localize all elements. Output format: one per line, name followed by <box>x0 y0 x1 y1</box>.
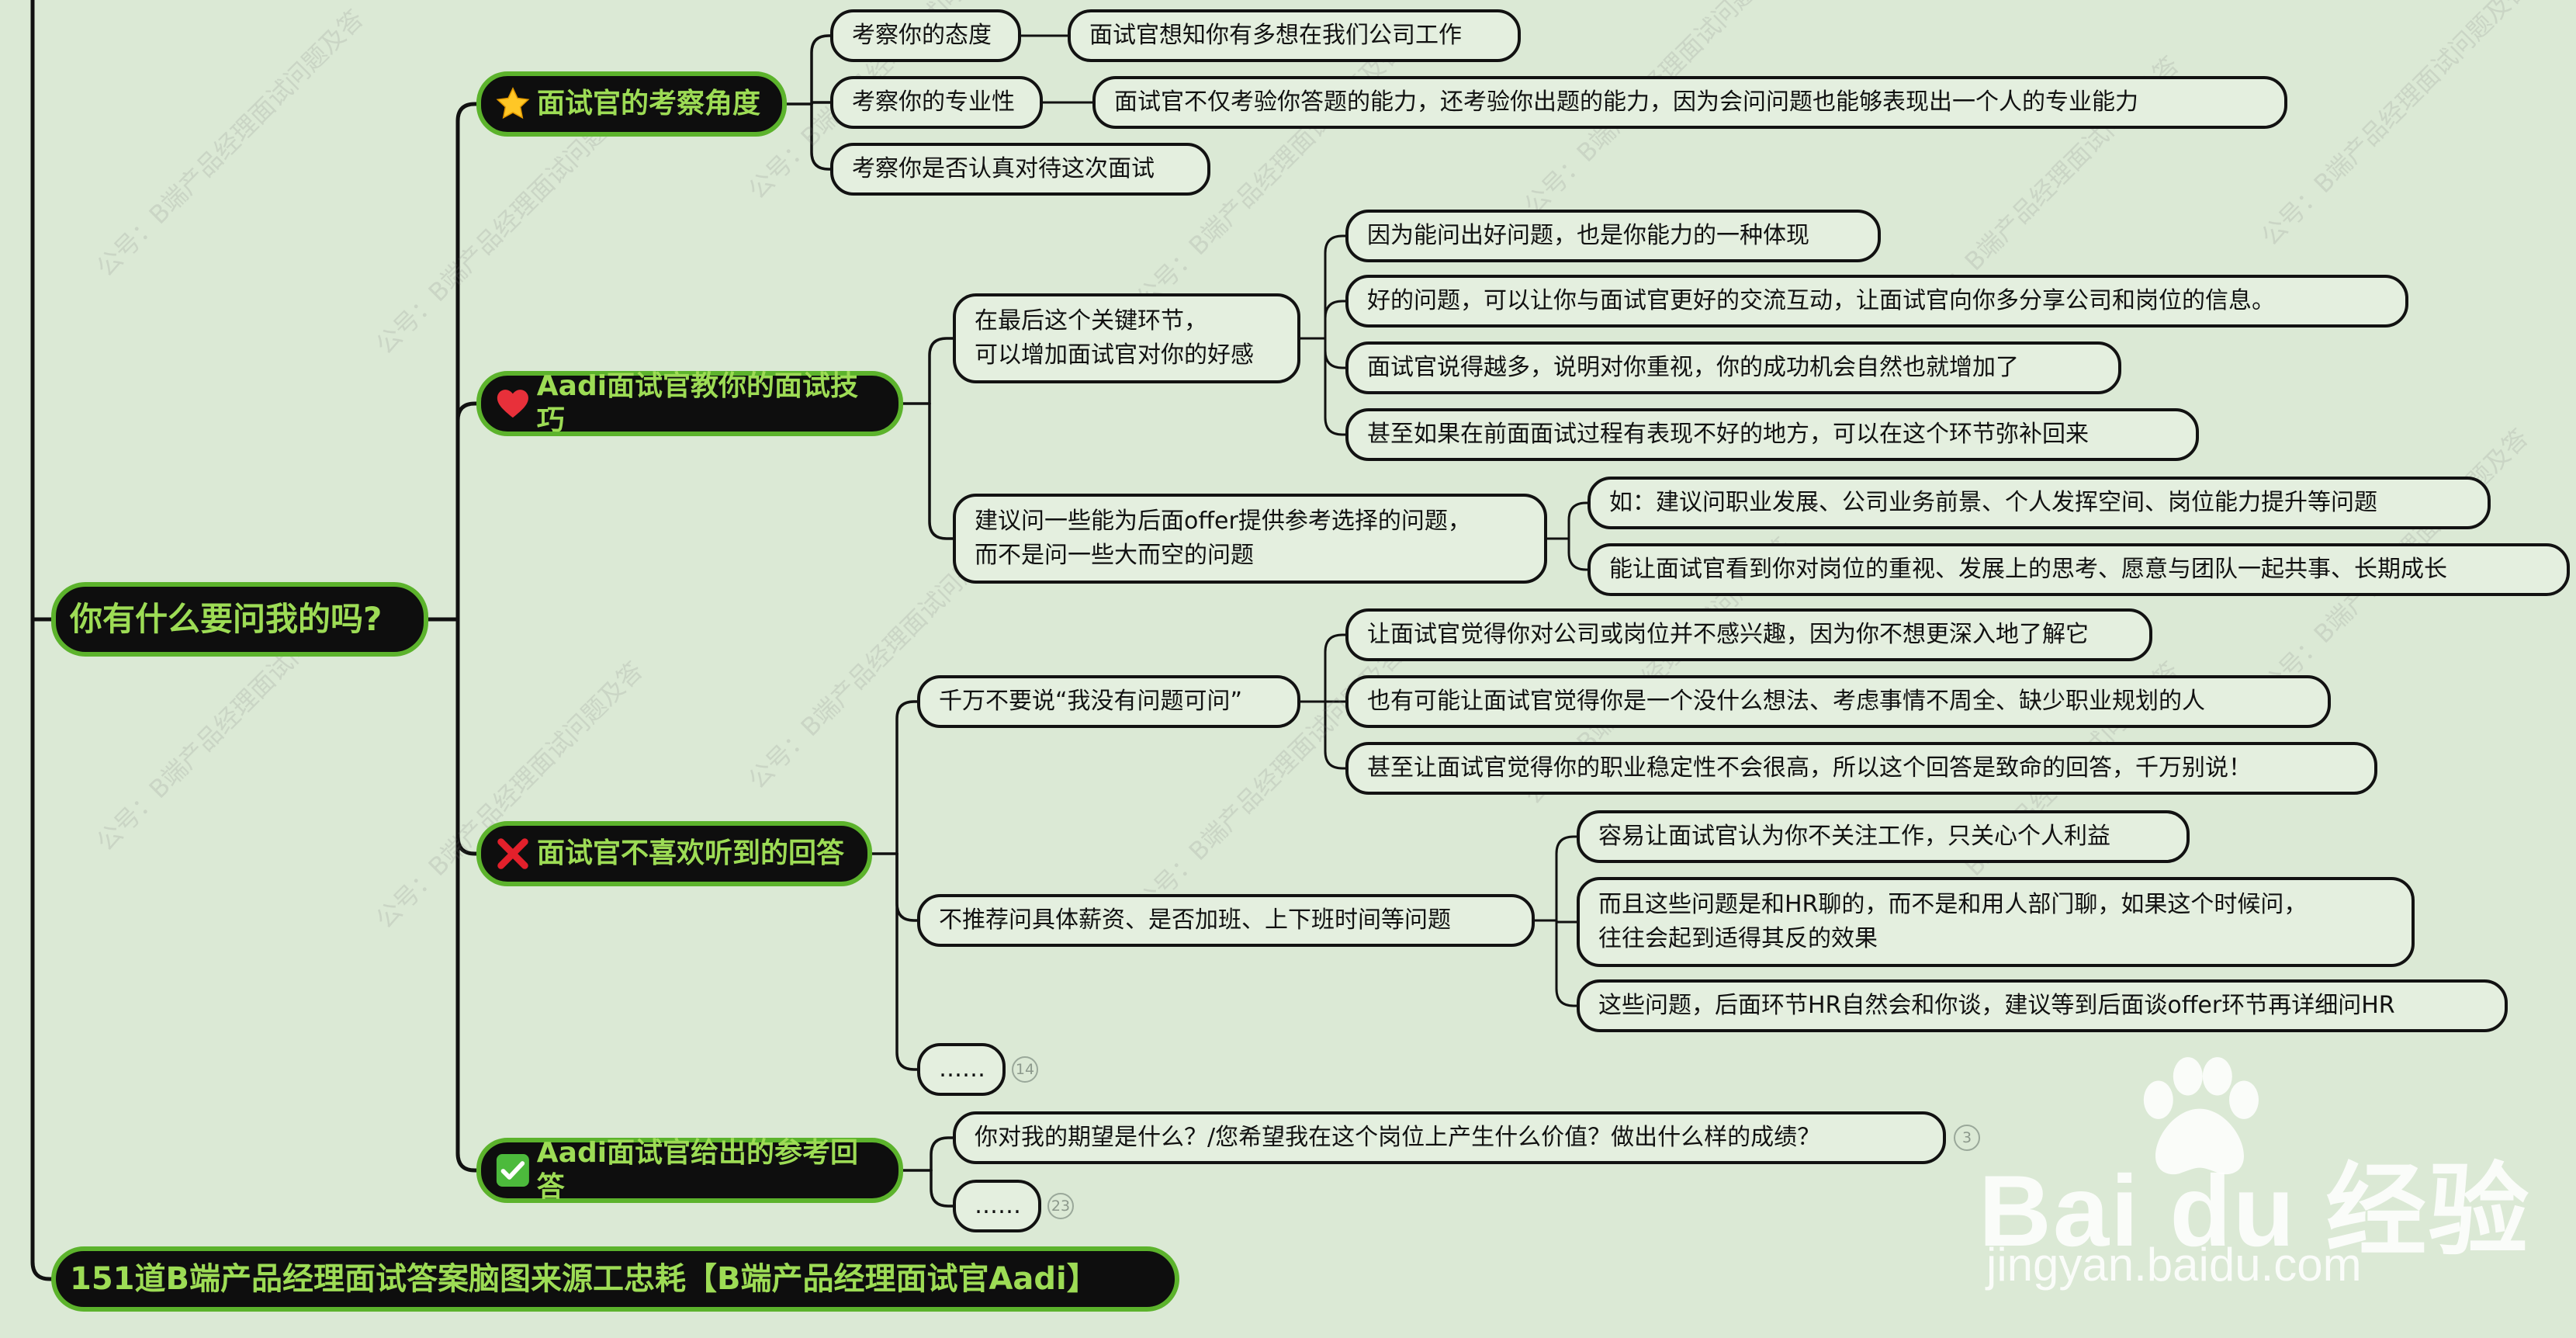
topic-label: 考察你是否认真对待这次面试 <box>852 155 1155 182</box>
topic-label: …… <box>939 1055 985 1083</box>
topic-label: 考察你的态度 <box>852 22 992 49</box>
connector-line <box>1324 337 1347 369</box>
category-label: 面试官不喜欢听到的回答 <box>537 837 845 869</box>
detail-node[interactable]: 甚至让面试官觉得你的职业稳定性不会很高，所以这个回答是致命的回答，千万别说！ <box>1345 742 2377 795</box>
topic-seriousness[interactable]: 考察你是否认真对待这次面试 <box>830 143 1210 196</box>
connector-line <box>1567 537 1589 571</box>
collapsed-topic[interactable]: …… <box>953 1180 1041 1232</box>
detail-node[interactable]: 也有可能让面试官觉得你是一个没什么想法、考虑事情不周全、缺少职业规划的人 <box>1345 675 2331 728</box>
source-footer-label: 151道B端产品经理面试答案脑图来源工忠耗【B端产品经理面试官Aadi】 <box>70 1261 1098 1297</box>
connector-line <box>1324 633 1347 703</box>
topic-label: …… <box>975 1192 1021 1219</box>
category-interview-tips[interactable]: Aadi面试官教你的面试技巧 <box>476 370 903 436</box>
topic-label: 建议问一些能为后面offer提供参考选择的问题， 而不是问一些大而空的问题 <box>975 508 1471 569</box>
logo-url-text: jingyan.baidu.com <box>1986 1239 2362 1291</box>
connector-line <box>895 700 919 855</box>
topic-no-questions[interactable]: 千万不要说“我没有问题可问” <box>917 675 1300 728</box>
detail-label: 面试官说得越多，说明对你重视，你的成功机会自然也就增加了 <box>1367 354 2019 381</box>
detail-label: 这些问题，后面环节HR自然会和你谈，建议等到后面谈offer环节再详细问HR <box>1598 992 2395 1019</box>
detail-label: 容易让面试官认为你不关注工作，只关心个人利益 <box>1598 823 2110 850</box>
connector-line <box>1324 700 1347 770</box>
detail-label: 面试官想知你有多想在我们公司工作 <box>1089 22 1462 49</box>
connector-line <box>810 34 832 106</box>
detail-node[interactable]: 而且这些问题是和HR聊的，而不是和用人部门聊，如果这个时候问， 往往会起到适得其… <box>1577 877 2415 967</box>
detail-node[interactable]: 好的问题，可以让你与面试官更好的交流互动，让面试官向你多分享公司和岗位的信息。 <box>1345 275 2408 328</box>
category-label: 面试官的考察角度 <box>537 88 761 120</box>
topic-build-rapport[interactable]: 在最后这个关键环节， 可以增加面试官对你的好感 <box>953 293 1300 383</box>
connector-line <box>455 617 479 1173</box>
connector-line <box>455 401 479 622</box>
star-icon <box>496 87 530 120</box>
topic-professionalism[interactable]: 考察你的专业性 <box>830 76 1043 129</box>
collapsed-topic[interactable]: …… <box>917 1043 1006 1096</box>
connector-line <box>1324 337 1347 436</box>
detail-node[interactable]: 面试官想知你有多想在我们公司工作 <box>1068 9 1521 62</box>
detail-label: 让面试官觉得你对公司或岗位并不感兴趣，因为你不想更深入地了解它 <box>1367 621 2089 648</box>
connector-line <box>928 337 954 405</box>
detail-node[interactable]: 这些问题，后面环节HR自然会和你谈，建议等到后面谈offer环节再详细问HR <box>1577 979 2508 1032</box>
connector-line <box>1324 234 1347 340</box>
topic-attitude[interactable]: 考察你的态度 <box>830 9 1021 62</box>
connector-line <box>455 617 479 856</box>
detail-label: 能让面试官看到你对岗位的重视、发展上的思考、愿意与团队一起共事、长期成长 <box>1609 556 2447 583</box>
connector-line <box>928 402 954 540</box>
detail-node[interactable]: 甚至如果在前面面试过程有表现不好的地方，可以在这个环节弥补回来 <box>1345 408 2199 461</box>
detail-node[interactable]: 容易让面试官认为你不关注工作，只关心个人利益 <box>1577 810 2190 863</box>
cross-mark-icon <box>497 838 528 869</box>
connector-line <box>810 101 832 106</box>
detail-label: 而且这些问题是和HR聊的，而不是和用人部门聊，如果这个时候问， 往往会起到适得其… <box>1598 891 2308 952</box>
spine-line <box>30 0 54 1281</box>
detail-node[interactable]: 面试官不仅考验你答题的能力，还考验你出题的能力，因为会问问题也能够表现出一个人的… <box>1092 76 2287 129</box>
source-footer[interactable]: 151道B端产品经理面试答案脑图来源工忠耗【B端产品经理面试官Aadi】 <box>51 1246 1179 1312</box>
topic-offer-questions[interactable]: 建议问一些能为后面offer提供参考选择的问题， 而不是问一些大而空的问题 <box>953 494 1547 584</box>
detail-label: 好的问题，可以让你与面试官更好的交流互动，让面试官向你多分享公司和岗位的信息。 <box>1367 287 2275 314</box>
connector-line <box>1567 501 1589 540</box>
check-mark-icon <box>496 1154 529 1187</box>
root-topic[interactable]: 你有什么要问我的吗? <box>51 582 428 657</box>
baidu-jingyan-logo: Bai du 经验 jingyan.baidu.com <box>1979 1055 2529 1291</box>
category-interviewer-perspective[interactable]: 面试官的考察角度 <box>476 71 787 137</box>
connector-line <box>895 852 919 922</box>
detail-label: 面试官不仅考验你答题的能力，还考验你出题的能力，因为会问问题也能够表现出一个人的… <box>1114 88 2138 116</box>
connector-line <box>810 102 832 171</box>
heart-icon <box>497 390 528 418</box>
topic-expectation-question[interactable]: 你对我的期望是什么？/您希望我在这个岗位上产生什么价值？做出什么样的成绩？ <box>953 1111 1946 1164</box>
detail-label: 也有可能让面试官觉得你是一个没什么想法、考虑事情不周全、缺少职业规划的人 <box>1367 688 2205 715</box>
topic-label: 不推荐问具体薪资、是否加班、上下班时间等问题 <box>939 906 1451 934</box>
detail-node[interactable]: 能让面试官看到你对岗位的重视、发展上的思考、愿意与团队一起共事、长期成长 <box>1587 543 2570 596</box>
connector-line <box>1555 919 1578 1007</box>
connector-line <box>930 1136 954 1172</box>
topic-label: 千万不要说“我没有问题可问” <box>939 688 1243 715</box>
collapsed-count-badge[interactable]: 14 <box>1012 1056 1038 1083</box>
paw-icon <box>2143 1057 2259 1175</box>
detail-label: 如：建议问职业发展、公司业务前景、个人发挥空间、岗位能力提升等问题 <box>1609 489 2377 516</box>
collapsed-count-badge[interactable]: 3 <box>1954 1125 1980 1151</box>
detail-node[interactable]: 面试官说得越多，说明对你重视，你的成功机会自然也就增加了 <box>1345 341 2121 394</box>
topic-label: 你对我的期望是什么？/您希望我在这个岗位上产生什么价值？做出什么样的成绩？ <box>975 1124 1821 1151</box>
detail-node[interactable]: 因为能问出好问题，也是你能力的一种体现 <box>1345 210 1881 262</box>
collapsed-count-badge[interactable]: 23 <box>1047 1193 1074 1219</box>
detail-node[interactable]: 让面试官觉得你对公司或岗位并不感兴趣，因为你不想更深入地了解它 <box>1345 608 2152 661</box>
topic-label: 考察你的专业性 <box>852 88 1015 116</box>
detail-node[interactable]: 如：建议问职业发展、公司业务前景、个人发挥空间、岗位能力提升等问题 <box>1587 477 2491 529</box>
category-label: Aadi面试官给出的参考回答 <box>536 1137 859 1203</box>
detail-label: 因为能问出好问题，也是你能力的一种体现 <box>1367 222 1809 249</box>
connector-line <box>930 1169 954 1208</box>
connector-line <box>1555 835 1578 922</box>
category-reference-answers[interactable]: Aadi面试官给出的参考回答 <box>476 1137 903 1203</box>
root-topic-label: 你有什么要问我的吗? <box>70 600 383 638</box>
category-disliked-answers[interactable]: 面试官不喜欢听到的回答 <box>476 821 872 886</box>
connector-line <box>455 102 479 622</box>
topic-salary-questions[interactable]: 不推荐问具体薪资、是否加班、上下班时间等问题 <box>917 894 1535 947</box>
logo-brand-text: Bai du 经验 <box>1979 1154 2531 1267</box>
detail-label: 甚至让面试官觉得你的职业稳定性不会很高，所以这个回答是致命的回答，千万别说！ <box>1367 754 2252 782</box>
connector-line <box>1555 919 1578 924</box>
connector-line <box>895 852 919 1071</box>
topic-label: 在最后这个关键环节， 可以增加面试官对你的好感 <box>975 307 1254 369</box>
connector-line <box>1324 300 1347 340</box>
detail-label: 甚至如果在前面面试过程有表现不好的地方，可以在这个环节弥补回来 <box>1367 421 2089 448</box>
category-label: Aadi面试官教你的面试技巧 <box>536 370 859 436</box>
